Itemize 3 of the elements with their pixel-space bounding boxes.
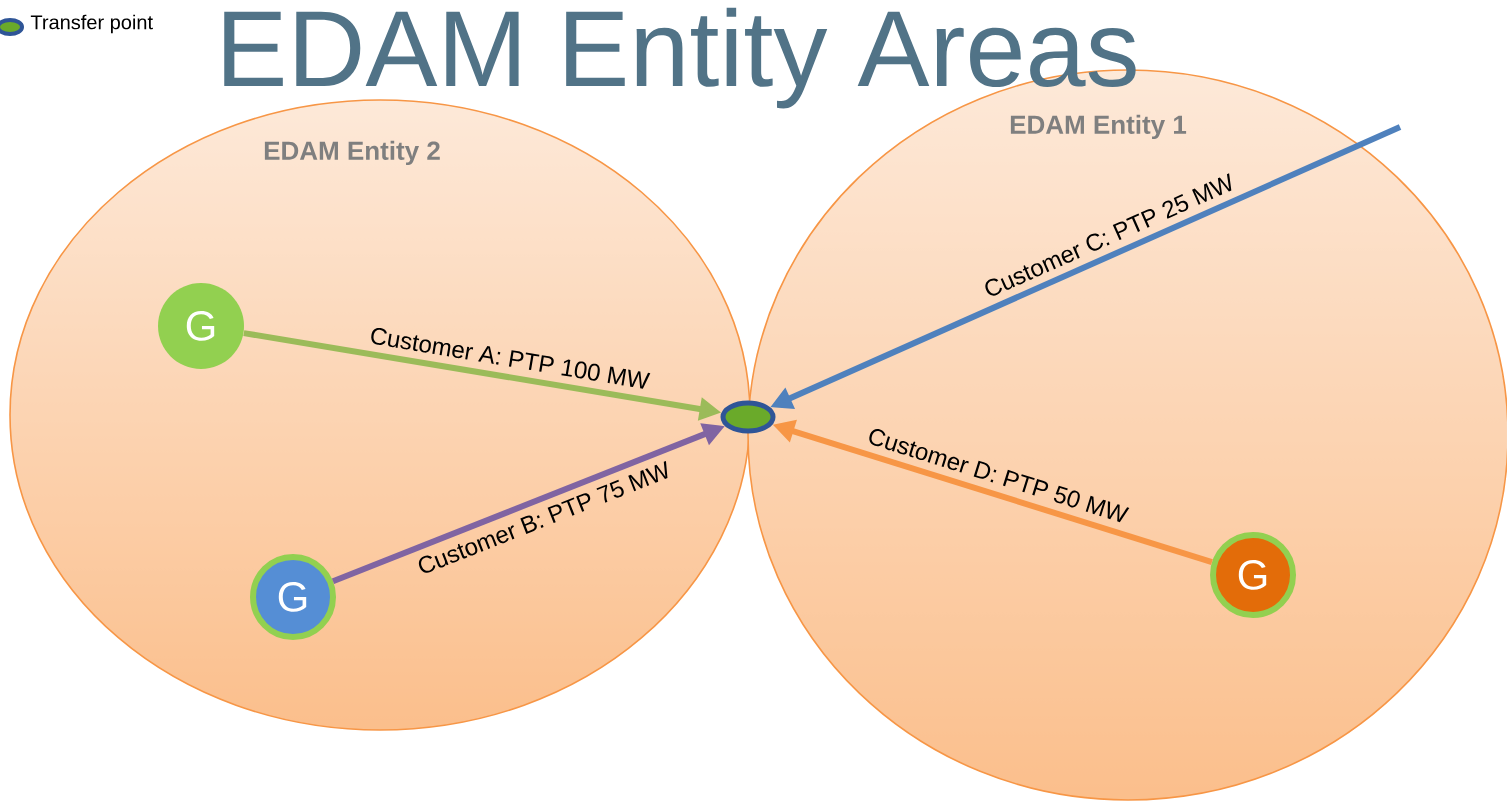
- transfer-point: [720, 400, 776, 434]
- legend-text: Transfer point: [30, 14, 153, 34]
- edge-label: Customer A: PTP 100 MW: [371, 327, 651, 389]
